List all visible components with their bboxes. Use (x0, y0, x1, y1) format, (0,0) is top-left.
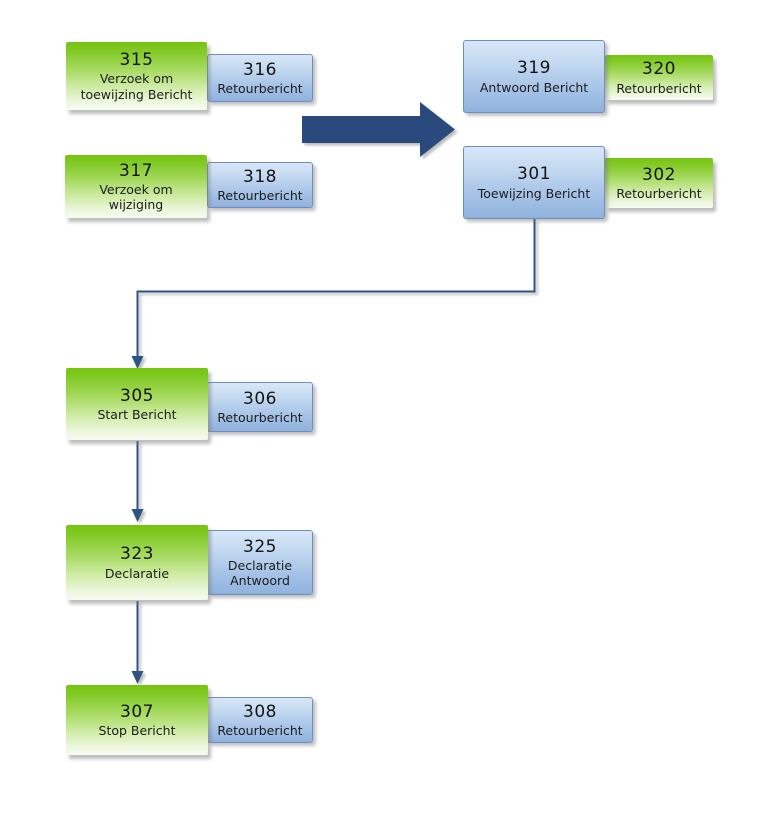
node-306-number: 306 (243, 388, 277, 409)
node-302-label: Retourbericht (616, 186, 702, 201)
node-316-label: Retourbericht (217, 81, 303, 96)
node-315-label-line2: toewijzing Bericht (80, 86, 193, 102)
node-316-number: 316 (243, 59, 277, 80)
node-302-number: 302 (642, 164, 676, 185)
node-319-label: Antwoord Bericht (479, 79, 589, 95)
node-308-label: Retourbericht (217, 723, 303, 738)
node-305-label: Start Bericht (97, 407, 177, 422)
node-325-number: 325 (243, 536, 277, 557)
node-320-number: 320 (642, 59, 676, 80)
node-315-label-line1: Verzoek om (99, 71, 174, 87)
node-323: 323 Declaratie (66, 525, 208, 600)
node-302: 302 Retourbericht (605, 158, 713, 208)
node-319: 319 Antwoord Bericht (463, 40, 605, 113)
node-305-number: 305 (120, 385, 154, 406)
node-306-label: Retourbericht (217, 410, 303, 425)
node-323-label: Declaratie (104, 565, 170, 581)
node-325: 325 Declaratie Antwoord (207, 530, 313, 595)
node-320: 320 Retourbericht (605, 55, 713, 100)
node-301-label: Toewijzing Bericht (477, 185, 591, 201)
node-320-label: Retourbericht (616, 80, 702, 96)
node-301: 301 Toewijzing Bericht (463, 146, 605, 219)
node-318-label: Retourbericht (217, 188, 303, 203)
node-307-label: Stop Bericht (98, 723, 176, 738)
flow-arrow-right-icon (302, 102, 455, 157)
node-325-label-line1: Declaratie (227, 557, 293, 573)
node-308: 308 Retourbericht (207, 697, 313, 743)
node-317-label-line1: Verzoek om (99, 181, 173, 197)
node-318: 318 Retourbericht (207, 162, 313, 208)
node-301-number: 301 (517, 164, 551, 185)
node-316: 316 Retourbericht (207, 54, 313, 102)
node-307-number: 307 (120, 701, 154, 722)
node-305: 305 Start Bericht (66, 368, 208, 440)
node-319-number: 319 (517, 58, 551, 79)
node-325-label-line2: Antwoord (230, 573, 290, 589)
node-317-number: 317 (119, 160, 153, 181)
connector-301-to-305-icon (131, 219, 536, 369)
node-317: 317 Verzoek om wijziging (65, 155, 207, 218)
node-307: 307 Stop Bericht (66, 685, 208, 755)
node-308-number: 308 (243, 701, 277, 722)
node-306: 306 Retourbericht (207, 382, 313, 432)
node-323-number: 323 (120, 544, 154, 565)
connector-323-to-307-icon (131, 601, 144, 684)
connector-305-to-323-icon (131, 441, 144, 522)
node-315-number: 315 (119, 50, 154, 71)
node-315: 315 Verzoek om toewijzing Bericht (66, 42, 207, 110)
node-318-number: 318 (243, 166, 277, 187)
node-317-label-line2: wijziging (108, 197, 164, 213)
